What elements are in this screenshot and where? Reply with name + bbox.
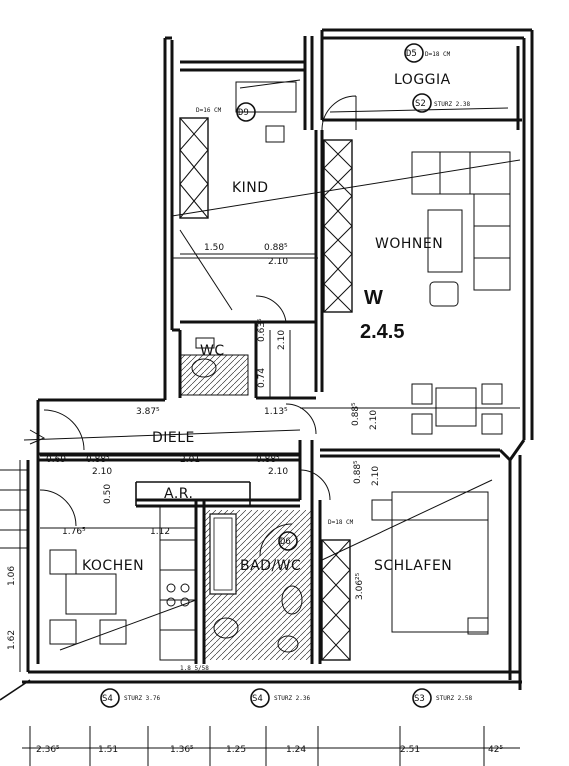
svg-text:3.87⁵: 3.87⁵ xyxy=(136,407,160,417)
marker-d5: D5 D=18 CM xyxy=(404,43,451,63)
svg-text:1.36⁵: 1.36⁵ xyxy=(170,745,194,755)
svg-text:2.10: 2.10 xyxy=(268,467,288,477)
svg-text:STURZ 3.76: STURZ 3.76 xyxy=(124,695,161,702)
svg-text:1.13⁵: 1.13⁵ xyxy=(264,407,288,417)
marker-s2: S2 STURZ 2.38 xyxy=(412,93,471,113)
room-kind: KIND xyxy=(232,180,269,196)
svg-text:2.01: 2.01 xyxy=(180,455,200,465)
furniture xyxy=(49,81,511,653)
svg-text:0.74: 0.74 xyxy=(257,368,267,388)
svg-text:42⁵: 42⁵ xyxy=(488,745,503,755)
svg-text:2.10: 2.10 xyxy=(371,466,381,486)
svg-text:S3: S3 xyxy=(414,694,425,704)
svg-text:D9: D9 xyxy=(238,108,249,118)
svg-text:1.25: 1.25 xyxy=(226,745,246,755)
room-ar: A.R. xyxy=(164,486,193,502)
svg-text:D5: D5 xyxy=(406,49,417,59)
svg-text:1.12: 1.12 xyxy=(150,527,170,537)
svg-text:1.24: 1.24 xyxy=(286,745,306,755)
svg-text:1.06: 1.06 xyxy=(7,566,17,586)
svg-text:2.36⁵: 2.36⁵ xyxy=(36,745,60,755)
diagonal-lines xyxy=(23,79,521,651)
svg-text:0.88⁵: 0.88⁵ xyxy=(86,455,110,465)
door-swings xyxy=(39,95,357,557)
room-kochen: KOCHEN xyxy=(82,558,144,574)
svg-text:2.10: 2.10 xyxy=(277,330,287,350)
svg-text:S4: S4 xyxy=(102,694,113,704)
room-loggia: LOGGIA xyxy=(394,72,451,88)
svg-text:1.50: 1.50 xyxy=(204,243,224,253)
room-diele: DIELE xyxy=(152,430,195,446)
svg-text:2.10: 2.10 xyxy=(369,410,379,430)
svg-text:S4: S4 xyxy=(252,694,263,704)
svg-text:2.10: 2.10 xyxy=(268,257,288,267)
svg-text:3.06²⁵: 3.06²⁵ xyxy=(355,572,365,600)
room-bad-wc: BAD/WC xyxy=(240,558,301,574)
svg-text:1.51: 1.51 xyxy=(98,745,118,755)
outer-walls xyxy=(22,28,534,690)
marker-s4-left: S4 STURZ 3.76 xyxy=(100,688,161,708)
room-schlafen: SCHLAFEN xyxy=(374,558,452,574)
svg-text:0.88⁵: 0.88⁵ xyxy=(264,243,288,253)
svg-text:D=16 CM: D=16 CM xyxy=(196,107,222,114)
marker-s3: S3 STURZ 2.58 xyxy=(412,688,473,708)
marker-d6: D6 D=18 CM xyxy=(278,519,354,551)
svg-text:2.51: 2.51 xyxy=(400,745,420,755)
svg-text:STURZ 2.38: STURZ 2.38 xyxy=(434,101,471,108)
marker-d9: D9 D=16 CM xyxy=(196,102,256,122)
dimension-labels: 1.50 0.88⁵ 2.10 0.63⁵ 2.10 0.74 3.87⁵ 1.… xyxy=(7,243,381,650)
svg-text:D6: D6 xyxy=(280,537,291,547)
bottom-dimension-row: 2.36⁵ 1.51 1.36⁵ 1.25 1.24 2.51 42⁵ xyxy=(22,726,520,766)
svg-text:2.10: 2.10 xyxy=(92,467,112,477)
left-edge-marks xyxy=(0,429,46,701)
kochen-note: 1.8 5/58 xyxy=(180,665,209,672)
unit-letter: W xyxy=(364,287,383,309)
svg-text:D=18 CM: D=18 CM xyxy=(425,51,451,58)
svg-text:STURZ 2.36: STURZ 2.36 xyxy=(274,695,311,702)
marker-s4-mid: S4 STURZ 2.36 xyxy=(250,688,311,708)
svg-text:S2: S2 xyxy=(415,99,426,109)
svg-text:1.76⁵: 1.76⁵ xyxy=(62,527,86,537)
svg-text:0.69: 0.69 xyxy=(46,455,66,465)
dimension-lines xyxy=(0,253,316,672)
svg-text:0.88⁵: 0.88⁵ xyxy=(256,455,280,465)
svg-text:0.88⁵: 0.88⁵ xyxy=(351,402,361,426)
svg-text:0.63⁵: 0.63⁵ xyxy=(257,318,267,342)
svg-text:0.88⁵: 0.88⁵ xyxy=(353,460,363,484)
unit-number: 2.4.5 xyxy=(360,321,404,343)
room-wohnen: WOHNEN xyxy=(375,236,443,252)
svg-text:D=18 CM: D=18 CM xyxy=(328,519,354,526)
svg-text:STURZ 2.58: STURZ 2.58 xyxy=(436,695,473,702)
svg-text:1.62: 1.62 xyxy=(7,630,17,650)
svg-text:0.50: 0.50 xyxy=(103,484,113,504)
room-wc: WC xyxy=(200,343,225,359)
